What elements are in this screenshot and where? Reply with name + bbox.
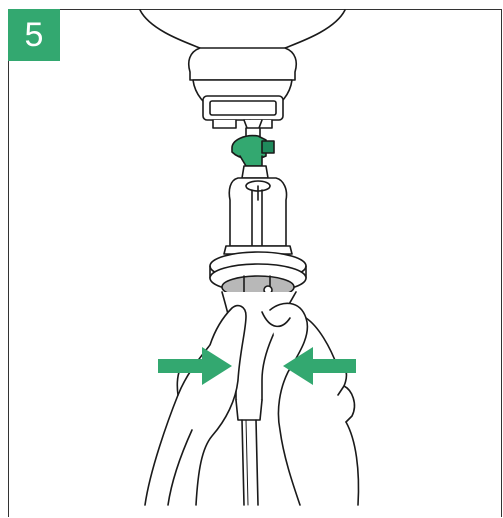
tubing <box>242 420 258 505</box>
left-hand <box>145 306 246 505</box>
right-hand <box>262 303 359 505</box>
infusion-bag <box>140 10 345 48</box>
drip-chamber <box>210 166 306 292</box>
step-number-badge: 5 <box>8 9 60 61</box>
bag-port <box>189 48 297 128</box>
vent-cap <box>232 136 274 166</box>
